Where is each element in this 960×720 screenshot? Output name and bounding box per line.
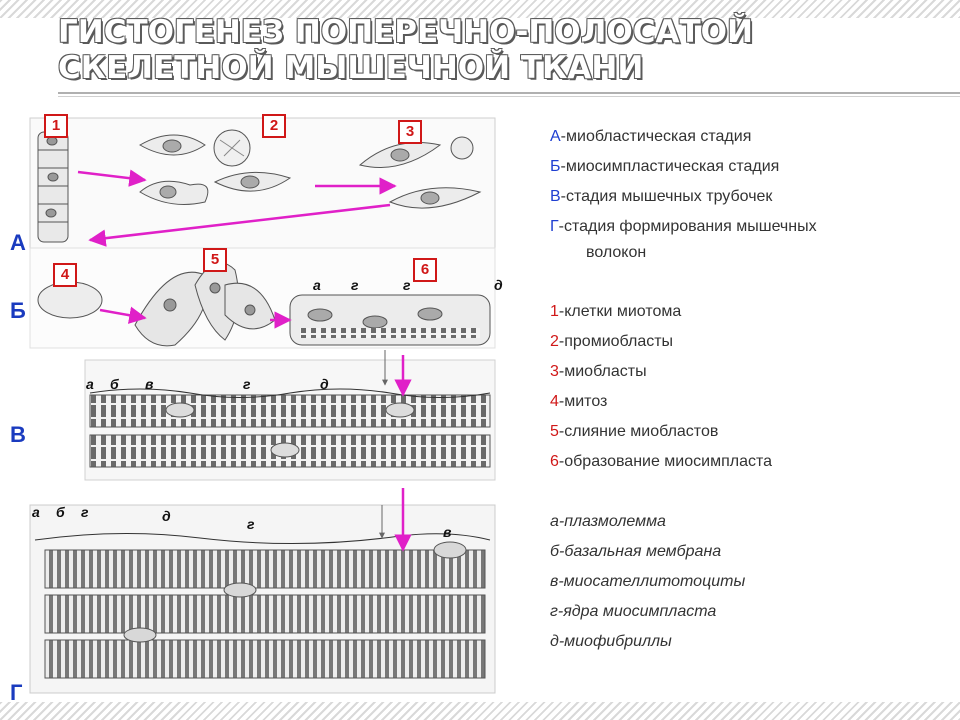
label-b-V: б (110, 376, 119, 392)
stage-label-A: А (10, 230, 26, 255)
label-d-6: д (494, 277, 503, 293)
diagram-drawing (29, 117, 496, 694)
histogenesis-diagram: А Б В Г 1 2 3 4 5 6 а г г д а б в г д а … (0, 110, 520, 710)
legend-letter-g: г-ядра миосимпласта (550, 603, 717, 620)
legend-stage-B-key: Б (550, 158, 561, 175)
legend-number-4-key: 4 (550, 393, 559, 410)
label-g-6a: г (351, 277, 359, 293)
label-v-G: в (443, 524, 452, 540)
label-g-V: г (243, 376, 251, 392)
legend-stage-V-key: В (550, 188, 561, 205)
legend-stage-B-text: -миосимпластическая стадия (560, 158, 780, 175)
legend-number-6-text: -образование миосимпласта (558, 453, 773, 470)
legend-number-6-key: 6 (550, 453, 559, 470)
stage-label-G: Г (10, 680, 23, 705)
mitosis-cell (37, 281, 103, 319)
legend-stage-V: В-стадия мышечных трубочек (550, 188, 772, 206)
muscle-fibres (34, 532, 491, 679)
legend-number-1-key: 1 (550, 303, 559, 320)
legend-number-3-key: 3 (550, 363, 559, 380)
myoblasts (358, 136, 482, 209)
legend-letter-b: б-базальная мембрана (550, 543, 722, 560)
legend-stage-B: Б-миосимпластическая стадия (550, 158, 779, 176)
legend-number-4-text: -митоз (558, 393, 608, 410)
legend-number-1-text: -клетки миотома (558, 303, 682, 320)
muscle-tubes (89, 388, 491, 468)
legend-number-2-key: 2 (550, 333, 559, 350)
legend-number-2: 2-промиобласты (550, 333, 673, 351)
figure-number-3: 3 (398, 120, 422, 144)
legend-number-3-text: -миобласты (558, 363, 647, 380)
legend-number-2-text: -промиобласты (558, 333, 674, 350)
label-a-V: а (86, 376, 94, 392)
label-g-6b: г (403, 277, 411, 293)
title-underline (58, 92, 960, 97)
title-line-1: ГИСТОГЕНЕЗ ПОПЕРЕЧНО-ПОЛОСАТОЙ (58, 14, 753, 50)
label-a-6: а (313, 277, 321, 293)
pointer-arrows (379, 350, 388, 539)
legend-letter-d: д-миофибриллы (550, 633, 672, 650)
legend-letter-v: в-миосателлитотоциты (550, 573, 746, 590)
label-a-G: а (32, 504, 40, 520)
label-d-V: д (320, 376, 329, 392)
label-g-G: г (81, 504, 89, 520)
legend-stage-A-text: -миобластическая стадия (560, 128, 752, 145)
legend-stage-A: А-миобластическая стадия (550, 128, 751, 146)
progression-arrows (77, 169, 412, 552)
legend-stage-A-key: А (550, 128, 561, 145)
legend-number-3: 3-миобласты (550, 363, 647, 381)
myotome-cells (37, 131, 69, 243)
legend-stage-G-text: -стадия формирования мышечных (558, 218, 817, 235)
legend-letter-a: а-плазмолемма (550, 513, 666, 530)
figure-number-2: 2 (262, 114, 286, 138)
legend-stage-G: Г-стадия формирования мышечных (550, 218, 817, 236)
label-v-V: в (145, 376, 154, 392)
fusing-myoblasts (134, 262, 276, 347)
title-line-2: СКЕЛЕТНОЙ МЫШЕЧНОЙ ТКАНИ (58, 50, 644, 86)
legend-number-5-key: 5 (550, 423, 559, 440)
legend-stage-G-key: Г (550, 218, 559, 235)
legend-number-5: 5-слияние миобластов (550, 423, 718, 441)
legend-stage-G-continuation: волокон (586, 244, 647, 261)
promyoblasts (138, 129, 292, 205)
figure-number-4: 4 (53, 263, 77, 287)
figure-number-1: 1 (44, 114, 68, 138)
label-d-G: д (162, 508, 171, 524)
top-decor-stripe (0, 0, 960, 18)
label-b-G: б (56, 504, 65, 520)
stage-label-B: Б (10, 298, 26, 323)
legend-number-5-text: -слияние миобластов (558, 423, 719, 440)
slide-title: ГИСТОГЕНЕЗ ПОПЕРЕЧНО-ПОЛОСАТОЙ СКЕЛЕТНОЙ… (58, 14, 758, 86)
stage-label-V: В (10, 422, 26, 447)
figure-number-5: 5 (203, 248, 227, 272)
legend-number-1: 1-клетки миотома (550, 303, 681, 321)
legend-number-6: 6-образование миосимпласта (550, 453, 772, 471)
label-g-G2: г (247, 516, 255, 532)
legend-number-4: 4-митоз (550, 393, 607, 411)
figure-number-6: 6 (413, 258, 437, 282)
bottom-decor-stripe (0, 702, 960, 720)
myosymplast (289, 294, 491, 346)
legend-stage-V-text: -стадия мышечных трубочек (560, 188, 773, 205)
